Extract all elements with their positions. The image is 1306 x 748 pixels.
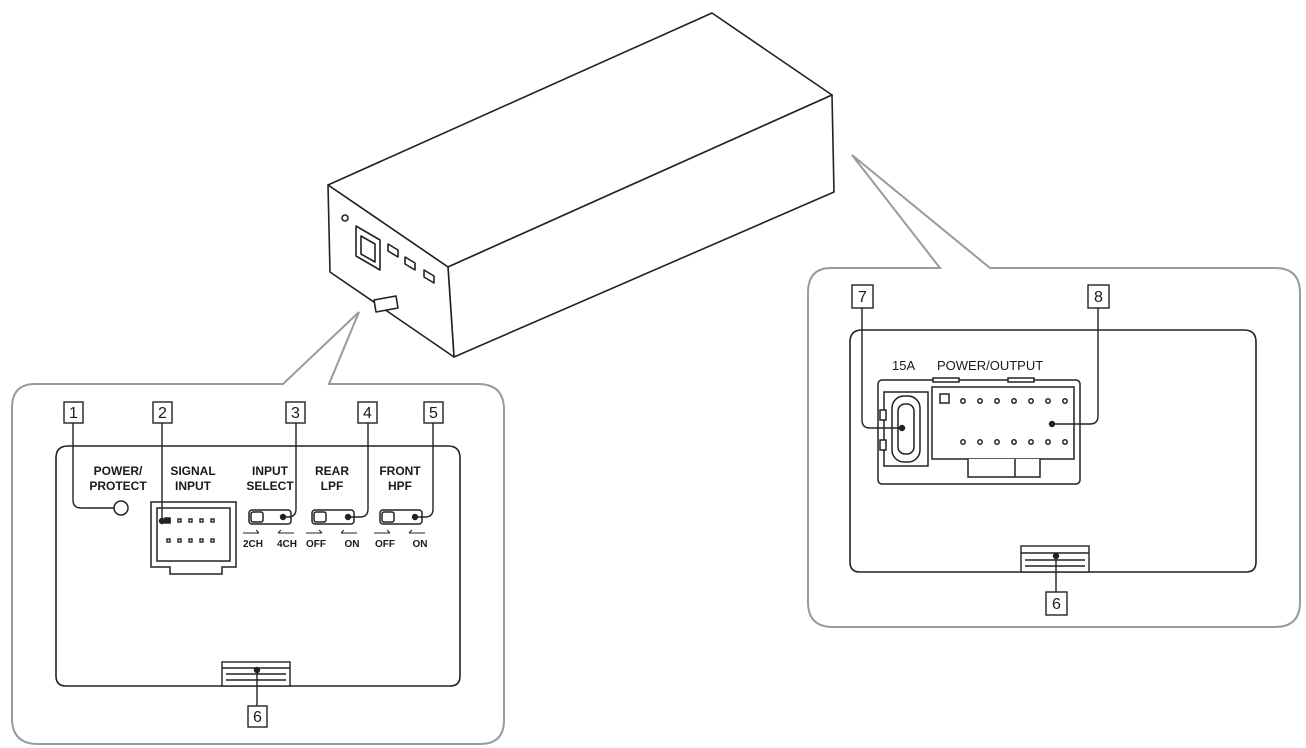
front-hpf-on-label: ON	[413, 539, 428, 550]
right-leader-lines	[861, 308, 1099, 592]
label-input-select-2: SELECT	[246, 479, 294, 493]
right-callout-balloon: 7 8 6 15A POWER/OUTPUT	[807, 154, 1301, 628]
svg-text:7: 7	[858, 289, 867, 306]
power-output-pins	[960, 398, 1068, 445]
amplifier-unit	[327, 12, 835, 358]
signal-input-pin-1	[164, 517, 171, 524]
label-front-hpf-2: HPF	[388, 479, 412, 493]
callout-6-left: 6	[247, 705, 268, 728]
unit-switch-a	[387, 243, 399, 258]
callout-7: 7	[851, 284, 874, 309]
input-select-2ch-label: 2CH	[243, 539, 263, 550]
left-callout-balloon: 1 2 3 4 5 6 POWE	[11, 311, 505, 745]
power-output-label: POWER/OUTPUT	[937, 358, 1043, 373]
fuse-holder	[879, 391, 929, 467]
svg-text:5: 5	[429, 405, 438, 422]
rear-lpf-on-label: ON	[345, 539, 360, 550]
svg-text:4: 4	[363, 405, 372, 422]
callout-2: 2	[152, 401, 173, 424]
label-input-select-1: INPUT	[252, 464, 289, 478]
svg-text:2: 2	[158, 405, 167, 422]
left-callout-numbers: 1 2 3 4 5 6	[63, 401, 444, 728]
callout-6-right: 6	[1045, 591, 1068, 616]
front-hpf-switch	[379, 509, 423, 525]
callout-1: 1	[63, 401, 84, 424]
unit-led	[341, 214, 349, 222]
switch-position-labels: 2CH 4CH OFF ON OFF ON	[243, 539, 428, 550]
svg-text:3: 3	[291, 405, 300, 422]
label-signal-input-1: SIGNAL	[170, 464, 215, 478]
callout-3: 3	[285, 401, 306, 424]
input-select-4ch-label: 4CH	[277, 539, 297, 550]
unit-switch-b	[404, 256, 416, 271]
power-protect-led	[113, 500, 129, 516]
rear-lpf-off-label: OFF	[306, 539, 326, 550]
left-panel-labels: POWER/ PROTECT SIGNAL INPUT INPUT SELECT…	[89, 464, 421, 493]
signal-input-connector	[150, 501, 237, 575]
label-power-protect-1: POWER/	[94, 464, 143, 478]
label-rear-lpf-2: LPF	[321, 479, 344, 493]
svg-text:6: 6	[1052, 596, 1061, 613]
right-panel-clip	[1020, 545, 1090, 573]
svg-text:1: 1	[69, 405, 78, 422]
label-power-protect-2: PROTECT	[89, 479, 147, 493]
callout-4: 4	[357, 401, 378, 424]
unit-bottom-slot	[373, 295, 399, 313]
left-panel-clip	[221, 661, 291, 687]
fuse-rating-label: 15A	[892, 358, 915, 373]
callout-8: 8	[1087, 284, 1110, 309]
label-rear-lpf-1: REAR	[315, 464, 349, 478]
svg-text:8: 8	[1094, 289, 1103, 306]
switch-position-markers	[243, 529, 425, 534]
callout-5: 5	[423, 401, 444, 424]
input-select-switch	[248, 509, 292, 525]
front-hpf-off-label: OFF	[375, 539, 395, 550]
label-signal-input-2: INPUT	[175, 479, 212, 493]
unit-switch-c	[423, 269, 435, 284]
label-front-hpf-1: FRONT	[379, 464, 421, 478]
svg-text:6: 6	[253, 709, 262, 726]
left-leader-lines	[72, 423, 434, 706]
